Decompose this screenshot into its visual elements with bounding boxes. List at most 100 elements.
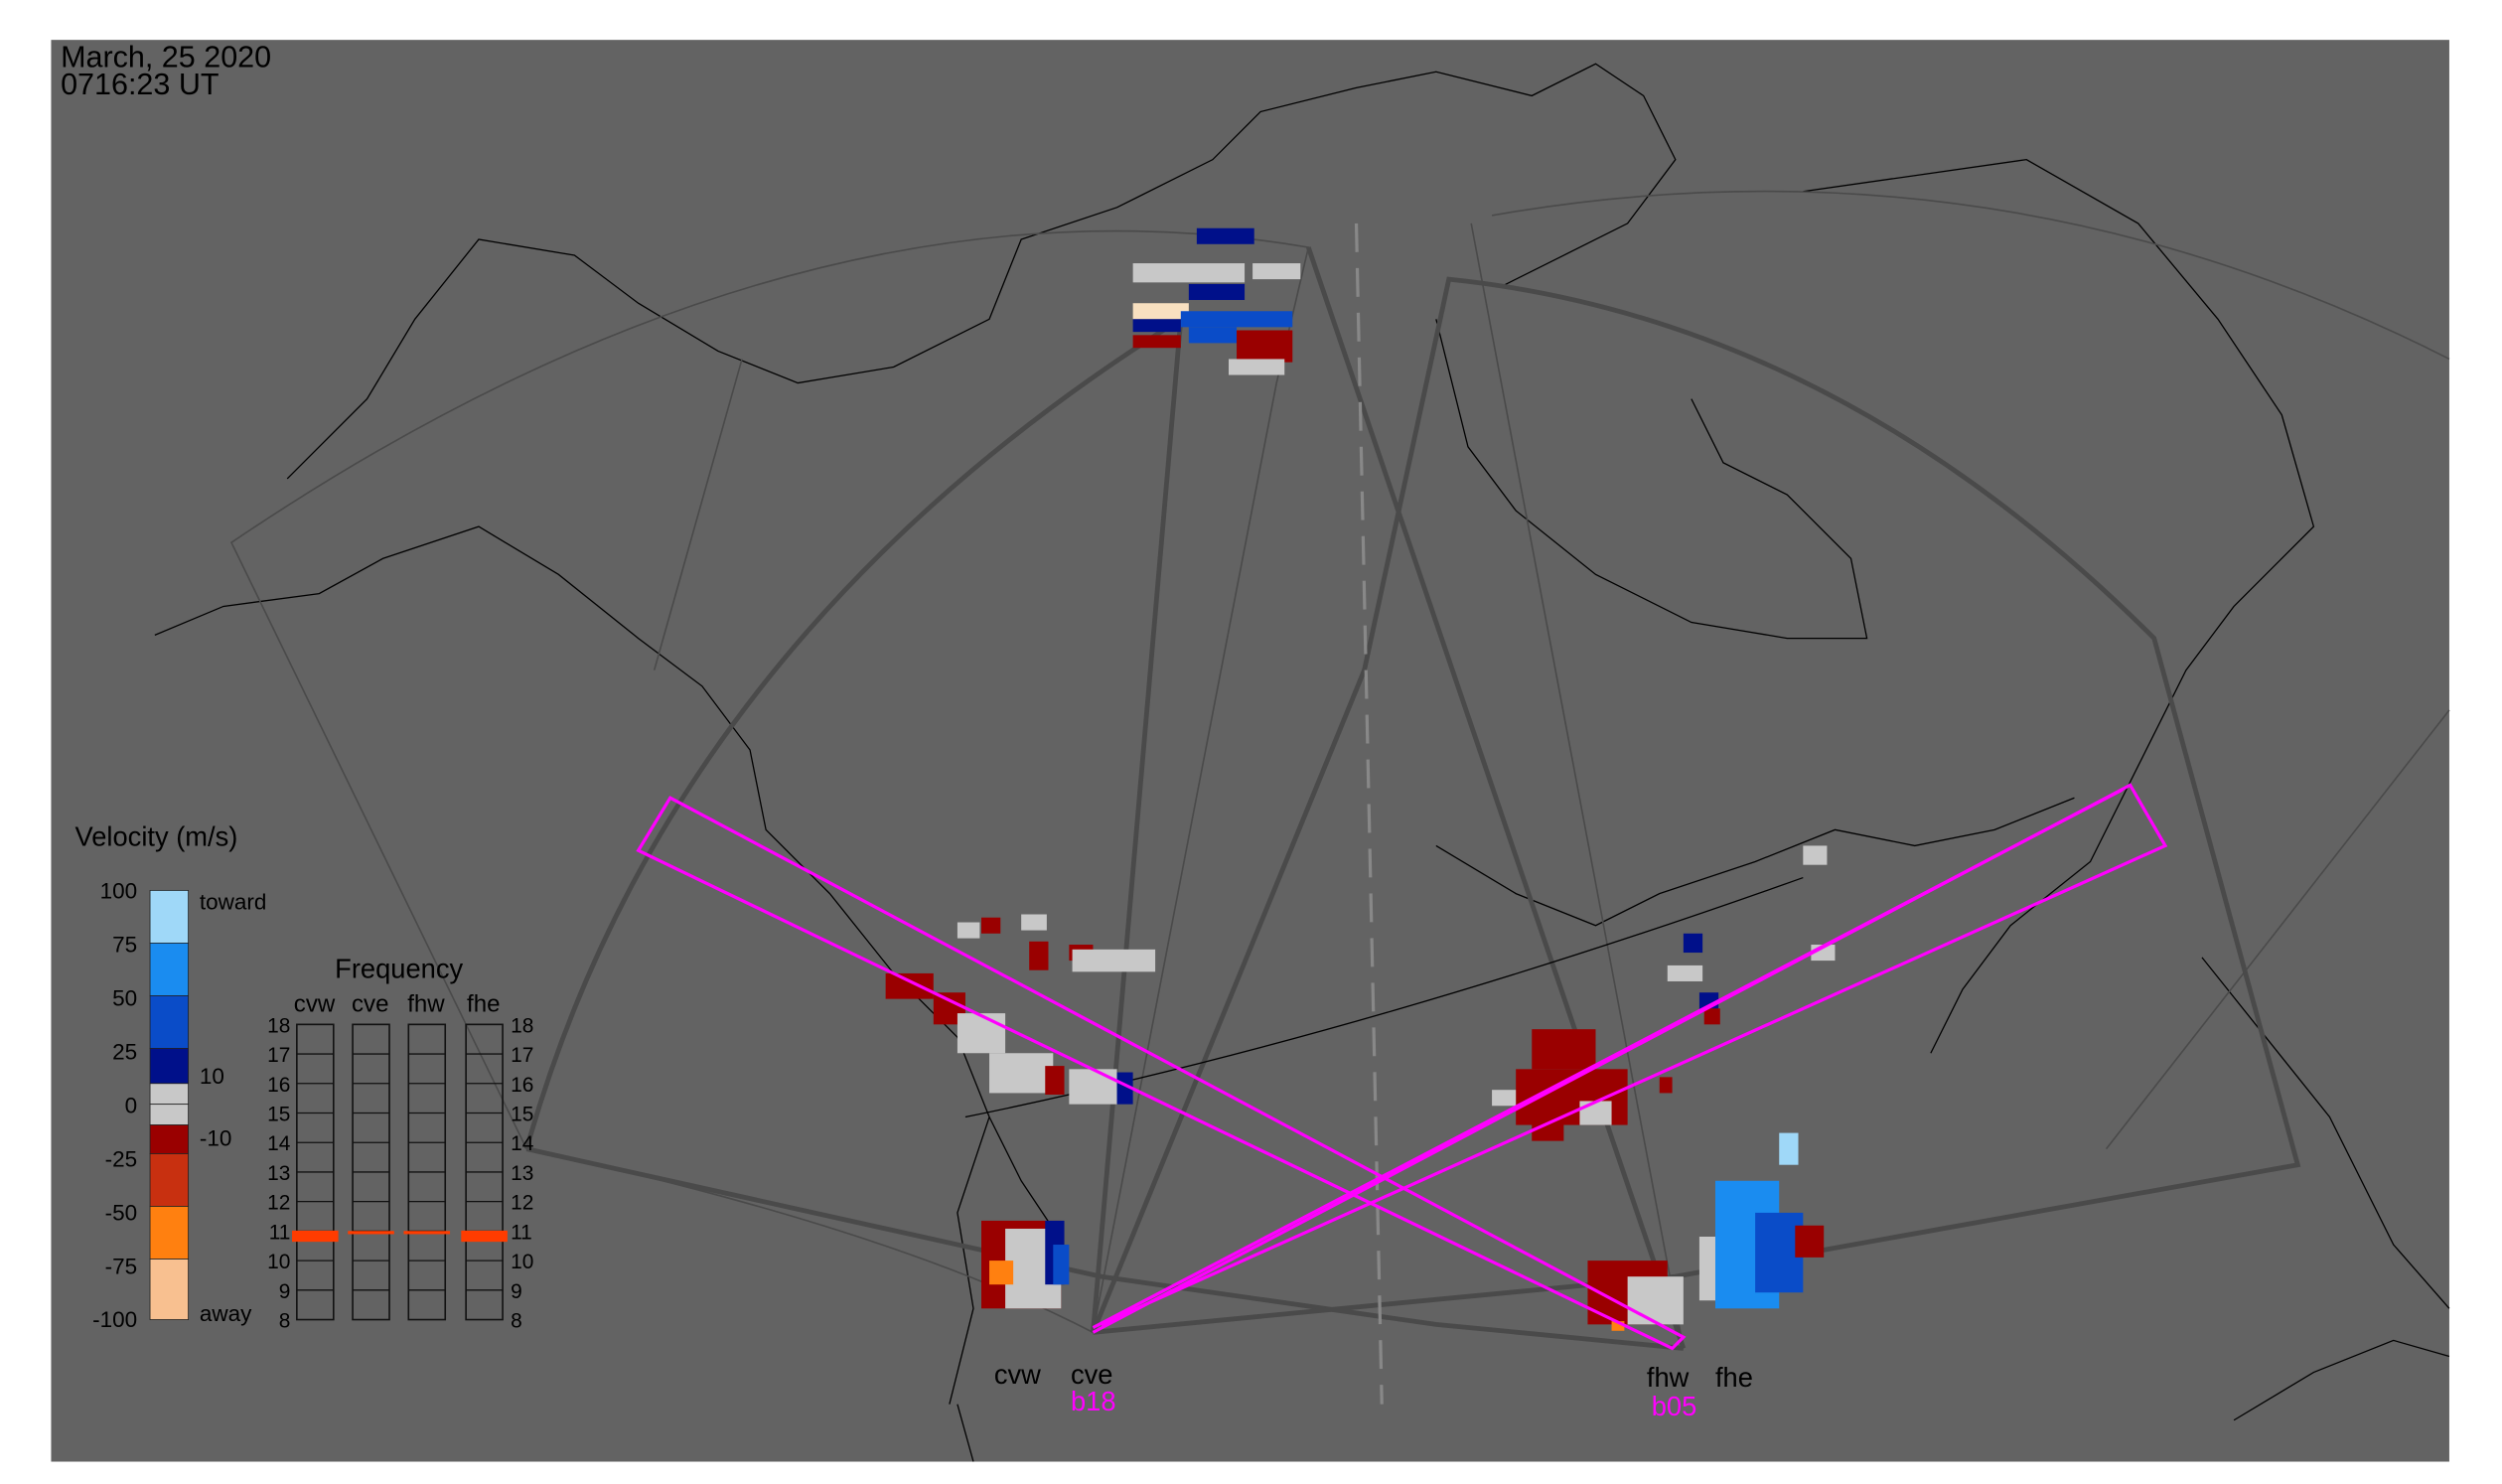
velocity-legend-title: Velocity (m/s) (75, 820, 238, 851)
backscatter-cell (1188, 327, 1238, 344)
backscatter-cell (957, 922, 980, 939)
frequency-tick: 18 (267, 1014, 290, 1037)
frequency-tick: 18 (511, 1014, 533, 1037)
frequency-tick: 8 (511, 1310, 522, 1333)
backscatter-cell (1029, 941, 1049, 970)
frequency-marker (348, 1231, 394, 1235)
beam-b05-box (1092, 788, 2124, 1329)
velocity-tick: -25 (105, 1146, 137, 1171)
frequency-tick: 16 (511, 1074, 533, 1097)
backscatter-cell (1252, 263, 1301, 280)
velocity-tick: 50 (112, 985, 137, 1010)
backscatter-cell (1180, 311, 1293, 328)
backscatter-cell (1659, 1077, 1673, 1094)
site-label-cve: cve (1071, 1359, 1112, 1390)
colorbar-segment (149, 1124, 190, 1154)
toward-label: toward (200, 890, 267, 915)
frequency-tick: 14 (511, 1132, 533, 1155)
velocity-tick: -100 (92, 1307, 137, 1332)
frequency-marker (461, 1230, 508, 1243)
frequency-tick: 12 (267, 1192, 290, 1215)
away-label: away (200, 1301, 252, 1326)
backscatter-cell (1132, 335, 1181, 349)
velocity-tick: -50 (105, 1200, 137, 1225)
backscatter-cell (1667, 965, 1703, 981)
backscatter-cell (1132, 319, 1181, 333)
colorbar-segment (149, 1104, 190, 1125)
backscatter-cell (1072, 949, 1156, 972)
backscatter-cell (1188, 283, 1246, 301)
backscatter-cell (1116, 1072, 1133, 1105)
backscatter-cell (1045, 1066, 1065, 1096)
colorbar-segment (149, 1083, 190, 1106)
minus-ten-label: -10 (200, 1125, 232, 1150)
frequency-tick: 15 (267, 1104, 290, 1126)
velocity-tick: 75 (112, 932, 137, 957)
colorbar-segment (149, 943, 190, 996)
frequency-radar-label: cvw (294, 990, 336, 1017)
backscatter-cell (1229, 359, 1285, 375)
backscatter-cell (1579, 1101, 1612, 1125)
date-label: March, 25 2020 (61, 40, 271, 74)
backscatter-cell (1803, 845, 1828, 865)
backscatter-cell (1779, 1132, 1799, 1165)
frequency-tick: 17 (267, 1044, 290, 1067)
velocity-tick: 100 (100, 878, 138, 903)
frequency-tick: 13 (511, 1162, 533, 1185)
backscatter-cell (1698, 1237, 1715, 1301)
backscatter-cell (1703, 1008, 1720, 1025)
backscatter-cell (1196, 227, 1254, 244)
frequency-tick: 8 (279, 1310, 291, 1333)
beam-b18-box (636, 783, 2168, 1351)
beam-boxes (636, 783, 2168, 1351)
backscatter-cell (1069, 1069, 1117, 1105)
colorbar-segment (149, 889, 190, 944)
frequency-tick: 14 (267, 1132, 290, 1155)
backscatter-cell (1237, 330, 1293, 363)
frequency-tick: 15 (511, 1104, 533, 1126)
frequency-tick: 10 (511, 1251, 533, 1273)
map-background (51, 40, 2449, 1462)
frequency-title: Frequency (335, 954, 463, 984)
colorbar-segment (149, 1259, 190, 1320)
backscatter-cell (981, 917, 1001, 934)
colorbar (149, 889, 190, 1320)
backscatter-cell (1795, 1225, 1825, 1258)
site-label-fhw: fhw (1647, 1362, 1690, 1393)
frequency-tick: 9 (511, 1280, 522, 1303)
coastlines (154, 63, 2450, 1462)
frequency-marker (292, 1230, 339, 1243)
backscatter-cell (885, 972, 934, 999)
colorbar-segment (149, 1206, 190, 1260)
site-label-fhe: fhe (1715, 1362, 1753, 1393)
colorbar-segment (149, 1048, 190, 1085)
colorbar-segment (149, 995, 190, 1049)
backscatter-cell (1532, 1029, 1596, 1070)
backscatter-cell (1492, 1090, 1517, 1107)
frequency-tick: 11 (511, 1221, 532, 1244)
backscatter-cell (989, 1053, 1054, 1094)
frequency-tick: 11 (269, 1221, 291, 1244)
backscatter-cell (1683, 933, 1703, 954)
frequency-tick: 12 (511, 1192, 533, 1215)
frequency-tick: 13 (267, 1162, 290, 1185)
plus-ten-label: 10 (200, 1064, 224, 1089)
backscatter-cell (1053, 1245, 1070, 1285)
backscatter-cell (1132, 303, 1189, 320)
frequency-radar-label: cve (352, 990, 388, 1017)
backscatter-cell (1021, 914, 1047, 931)
backscatter-cell (989, 1261, 1014, 1285)
frequency-tick: 16 (267, 1074, 290, 1097)
time-label: 0716:23 UT (61, 68, 219, 101)
frequency-radar-label: fhe (467, 990, 500, 1017)
velocity-tick: 25 (112, 1039, 137, 1064)
beam-label-b05: b05 (1652, 1391, 1697, 1421)
colorbar-segment (149, 1153, 190, 1207)
frequency-tick: 10 (267, 1251, 290, 1273)
site-label-cvw: cvw (994, 1359, 1041, 1390)
frequency-tick: 17 (511, 1044, 533, 1067)
velocity-tick: 0 (125, 1093, 138, 1117)
frequency-tick: 9 (279, 1280, 291, 1303)
